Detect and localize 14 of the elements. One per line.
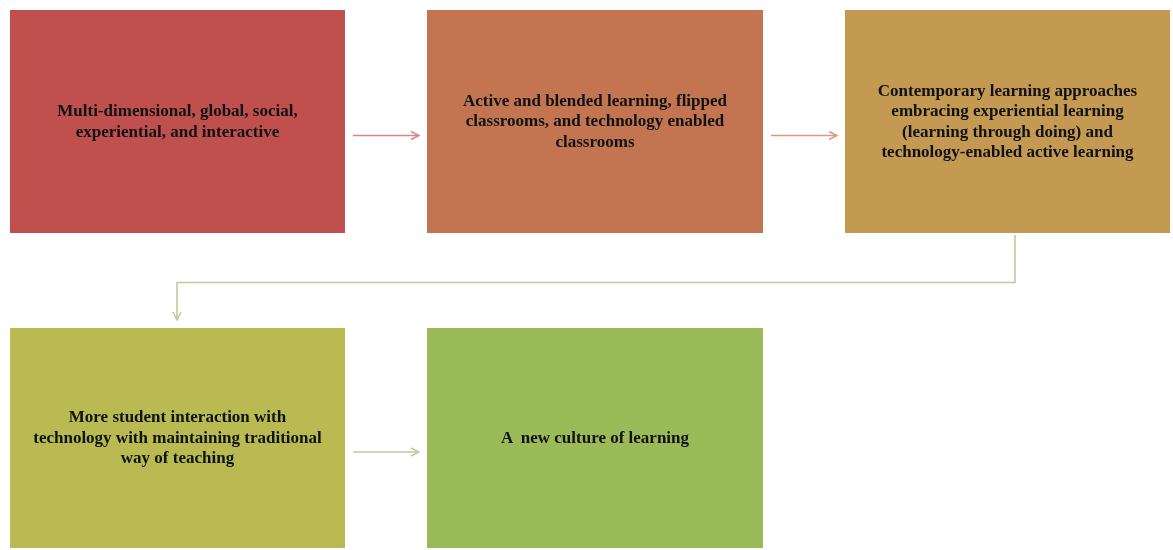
arrow: [352, 447, 420, 457]
arrow: [172, 234, 1016, 321]
process-box: [845, 10, 1170, 233]
arrow: [352, 130, 420, 141]
box-text: A new culture of learning: [500, 427, 690, 449]
process-box: [10, 10, 345, 233]
box-text: More student interaction with technology with maintaining traditional way of teaching: [32, 407, 323, 469]
arrow: [770, 130, 838, 141]
box-text: Active and blended learning, flipped classrooms, and technology enabled classrooms: [462, 90, 728, 153]
process-box: [427, 10, 763, 233]
process-box: [427, 328, 763, 548]
box-text: Multi-dimensional, global, social, experiential, and interactive: [56, 101, 299, 142]
process-box: [10, 328, 345, 548]
box-text: Contemporary learning approaches embracing experiential learning (learning through doing) and technology-enabled active learning: [876, 80, 1139, 163]
